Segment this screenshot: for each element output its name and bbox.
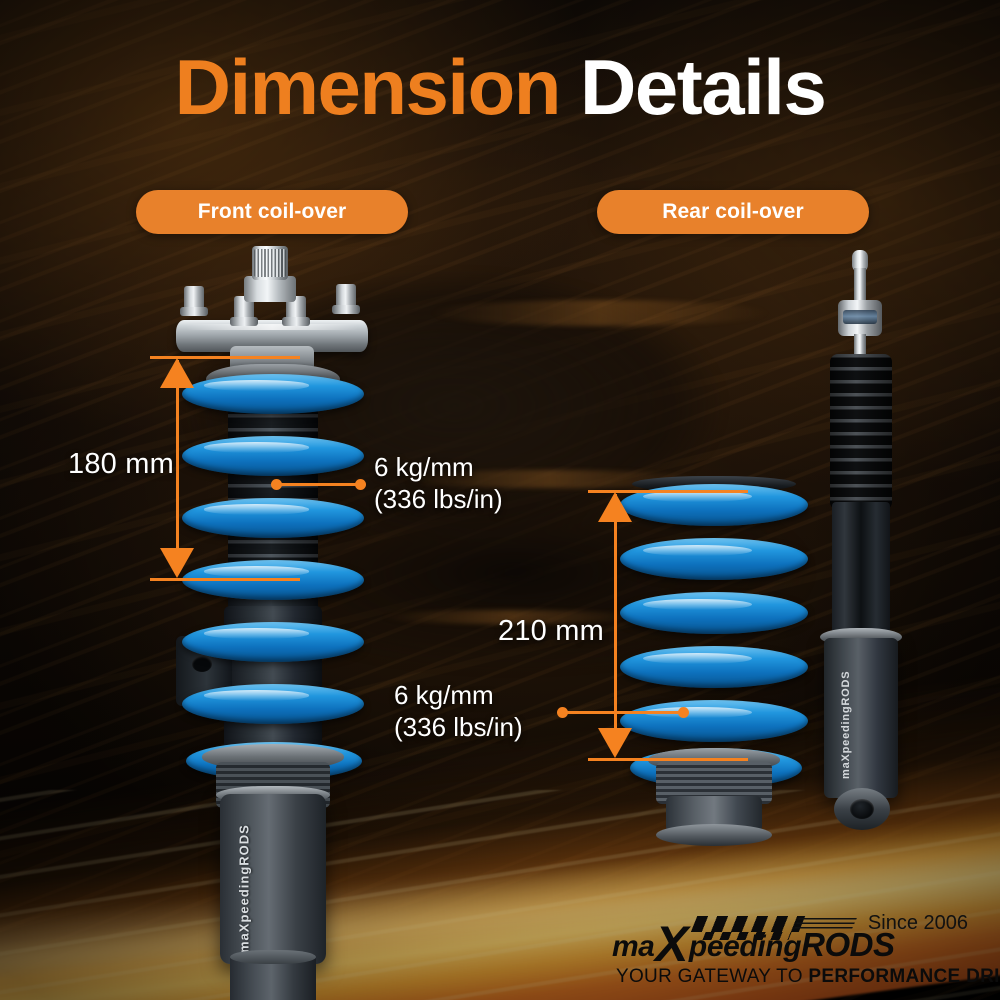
rear-shock-dust-boot <box>830 354 892 510</box>
footer-tagline: YOUR GATEWAY TO PERFORMANCE DRIVING <box>616 966 1000 988</box>
footer-brand-rods: RODS <box>801 926 895 963</box>
front-mount-stud <box>282 296 310 326</box>
rear-dimension-arrow-down <box>598 728 632 758</box>
front-mount-stud <box>180 286 208 316</box>
page-title: Dimension Details <box>0 48 1000 126</box>
rear-spring-rate-imperial: (336 lbs/in) <box>394 711 523 742</box>
front-spring-rate-label: 6 kg/mm (336 lbs/in) <box>374 452 503 515</box>
rear-spring-rate-label: 6 kg/mm (336 lbs/in) <box>394 680 523 743</box>
footer-brand-ma: ma <box>612 930 655 963</box>
rear-shock-lower-eyelet <box>834 788 890 830</box>
front-dimension-label: 180 mm <box>68 448 174 480</box>
rear-shock-rod-tip <box>852 250 868 272</box>
rear-dimension-shaft <box>614 494 617 754</box>
front-spring-coil <box>182 498 364 538</box>
front-dimension-tick-top <box>150 356 300 359</box>
rear-brand-print: maXpeedingRODS <box>840 670 852 780</box>
badge-front-label: Front coil-over <box>197 200 347 223</box>
front-dimension-tick-bottom <box>150 578 300 581</box>
front-dimension-arrow-up <box>160 358 194 388</box>
product-rear-spring <box>614 476 814 846</box>
front-dimension-shaft <box>176 360 179 574</box>
badge-front-coilover: Front coil-over <box>136 190 408 234</box>
front-spring-coil <box>182 374 364 414</box>
rear-spring-coil <box>620 646 808 688</box>
front-spring-coil <box>182 436 364 476</box>
front-center-nut <box>244 276 296 302</box>
rear-shock-mid-body <box>832 502 890 636</box>
rear-damping-adjuster-knob <box>838 300 882 336</box>
front-brand-print: maXpeedingRODS <box>236 824 252 954</box>
rear-rate-leader-dot-end <box>678 707 689 718</box>
rear-dimension-tick-bottom <box>588 758 748 761</box>
front-spring-coil <box>182 684 364 724</box>
front-rate-leader-line <box>278 483 360 486</box>
front-dimension-arrow-down <box>160 548 194 578</box>
badge-rear-label: Rear coil-over <box>662 200 804 223</box>
front-spring-rate-metric: 6 kg/mm <box>374 452 474 482</box>
rear-spring-coil <box>620 700 808 742</box>
rear-spring-coil <box>620 538 808 580</box>
front-damper-base <box>230 950 316 1000</box>
rear-shock-rod-lower <box>854 334 866 360</box>
checkered-flag-icon <box>690 916 806 932</box>
footer-brand-x: X <box>655 916 688 972</box>
front-damping-adjuster-knob <box>252 246 288 280</box>
front-rate-leader-dot-start <box>271 479 282 490</box>
rear-rate-leader-line <box>563 711 685 714</box>
rear-spring-coil <box>620 592 808 634</box>
footer-since-label: Since 2006 <box>867 912 968 934</box>
front-mount-stud <box>230 296 258 326</box>
front-damper-tube <box>220 794 326 964</box>
front-mount-stud <box>332 284 360 314</box>
checkered-flag-icon-secondary <box>702 932 792 940</box>
rear-spring-base-plate <box>656 824 772 846</box>
rear-dimension-arrow-up <box>598 492 632 522</box>
product-front-coilover: maXpeedingRODS <box>168 246 378 1000</box>
page-title-accent: Dimension <box>174 43 562 131</box>
rear-shock-tube <box>824 638 898 798</box>
rear-rate-leader-dot-start <box>557 707 568 718</box>
rear-dimension-label: 210 mm <box>498 615 604 647</box>
footer-tagline-light: YOUR GATEWAY TO <box>616 966 809 987</box>
rear-dimension-tick-top <box>588 490 748 493</box>
front-rate-leader-dot-end <box>355 479 366 490</box>
front-spring-coil <box>182 622 364 662</box>
page-title-plain: Details <box>580 43 827 131</box>
front-spring-rate-imperial: (336 lbs/in) <box>374 483 503 514</box>
rear-shock-piston-rod <box>854 268 866 306</box>
badge-rear-coilover: Rear coil-over <box>597 190 869 234</box>
rear-spring-rate-metric: 6 kg/mm <box>394 680 494 710</box>
product-rear-shock: maXpeedingRODS <box>800 250 920 850</box>
speed-lines-icon <box>793 918 857 931</box>
footer-brand-logo: ma X peeding RODS Since 2006 YOUR GATEWA… <box>612 912 1000 988</box>
footer-tagline-bold: PERFORMANCE DRIVING <box>808 966 1000 987</box>
